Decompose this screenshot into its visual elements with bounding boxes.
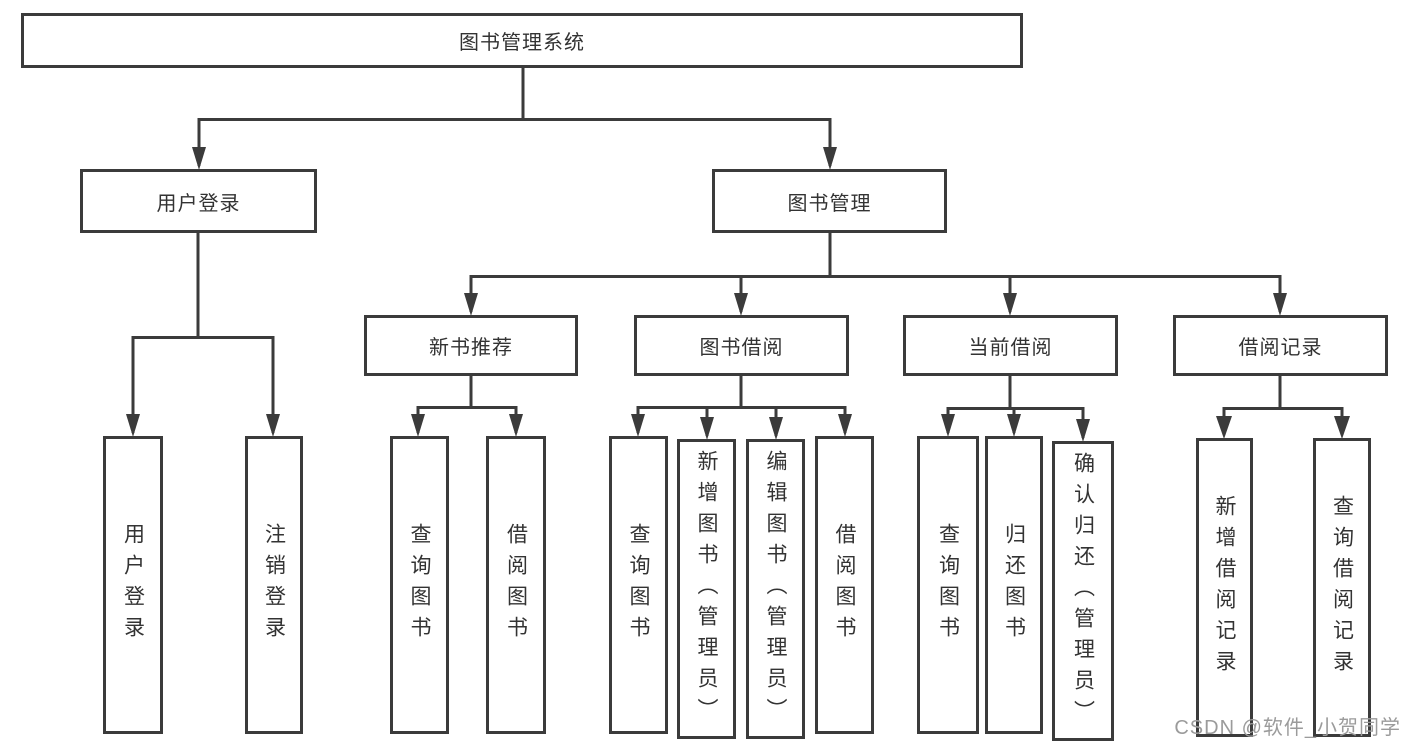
leaf-borrowing-add-books-label: 新增图书（管理员）	[695, 449, 718, 729]
leaf-borrowing-borrow-books-label: 借阅图书	[833, 523, 856, 647]
leaf-records-query-record: 查询借阅记录	[1313, 438, 1371, 737]
node-root-label: 图书管理系统	[459, 32, 585, 54]
leaf-borrowing-query-books-label: 查询图书	[627, 523, 650, 647]
node-new-book-recommend: 新书推荐	[364, 315, 578, 376]
node-book-management-label: 图书管理	[787, 192, 872, 215]
leaf-recommend-query-books: 查询图书	[390, 436, 449, 734]
leaf-borrowing-borrow-books: 借阅图书	[815, 436, 874, 734]
node-user-login-branch-label: 用户登录	[156, 192, 241, 215]
leaf-user-login: 用户登录	[103, 436, 163, 734]
leaf-recommend-borrow-books: 借阅图书	[486, 436, 546, 734]
leaf-borrowing-query-books: 查询图书	[609, 436, 668, 734]
leaf-current-return-books: 归还图书	[985, 436, 1043, 734]
leaf-recommend-borrow-books-label: 借阅图书	[504, 523, 528, 647]
leaf-current-confirm-return-label: 确认归还（管理员）	[1071, 451, 1095, 731]
leaf-logout: 注销登录	[245, 436, 303, 734]
leaf-borrowing-edit-books-label: 编辑图书（管理员）	[764, 449, 787, 729]
leaf-current-return-books-label: 归还图书	[1002, 523, 1026, 647]
node-book-borrowing: 图书借阅	[634, 315, 849, 376]
node-borrowing-records: 借阅记录	[1173, 315, 1388, 376]
arrowheads	[126, 147, 1350, 442]
leaf-current-query-books: 查询图书	[917, 436, 979, 734]
node-new-book-recommend-label: 新书推荐	[429, 337, 513, 359]
leaf-recommend-query-books-label: 查询图书	[408, 523, 431, 647]
node-root: 图书管理系统	[21, 13, 1023, 68]
node-book-borrowing-label: 图书借阅	[699, 337, 784, 359]
leaf-borrowing-edit-books: 编辑图书（管理员）	[746, 439, 805, 739]
leaf-user-login-label: 用户登录	[121, 523, 145, 647]
leaf-logout-label: 注销登录	[262, 523, 286, 647]
leaf-current-confirm-return: 确认归还（管理员）	[1052, 441, 1114, 741]
csdn-watermark: CSDN @软件_小贺同学	[1174, 717, 1401, 739]
node-current-borrowing: 当前借阅	[903, 315, 1118, 376]
node-book-management: 图书管理	[712, 169, 947, 233]
leaf-current-query-books-label: 查询图书	[936, 523, 960, 647]
tree-edges	[131, 67, 1344, 438]
node-user-login-branch: 用户登录	[80, 169, 317, 233]
leaf-records-add-record: 新增借阅记录	[1196, 438, 1253, 737]
node-borrowing-records-label: 借阅记录	[1238, 337, 1323, 359]
leaf-records-query-record-label: 查询借阅记录	[1330, 494, 1354, 681]
leaf-records-add-record-label: 新增借阅记录	[1213, 494, 1236, 681]
node-current-borrowing-label: 当前借阅	[968, 337, 1053, 359]
leaf-borrowing-add-books: 新增图书（管理员）	[677, 439, 736, 739]
